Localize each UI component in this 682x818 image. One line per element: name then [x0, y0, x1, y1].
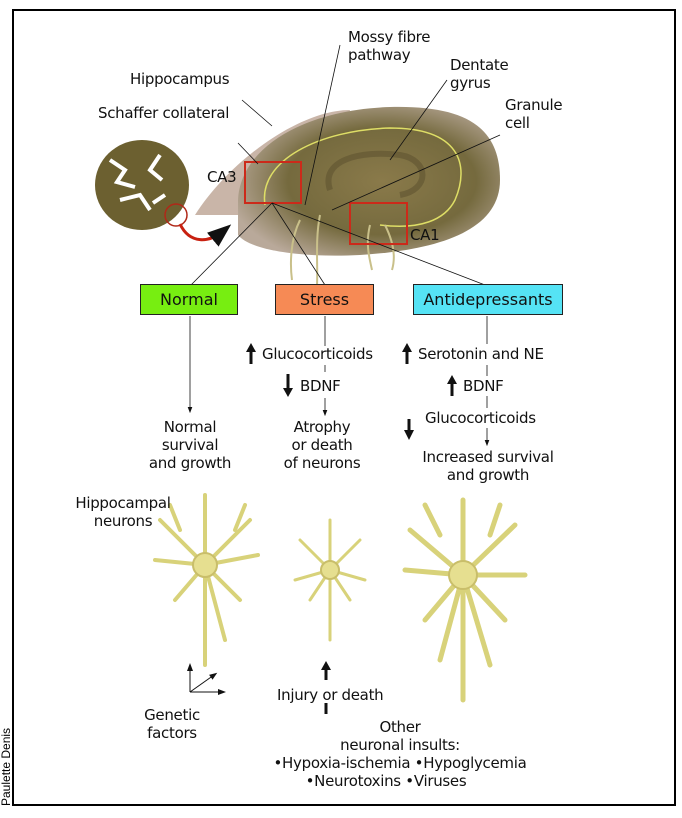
up-arrow-icon [321, 661, 331, 680]
brain-coronal-section-icon [95, 140, 189, 230]
line: neuronal insults: [340, 736, 460, 754]
line: and growth [446, 466, 530, 484]
line: or death [291, 436, 353, 454]
artist-credit: Paulette Denis [0, 727, 13, 806]
up-arrow-icon [447, 375, 457, 396]
normal-box: Normal [140, 284, 238, 315]
line: Atrophy [293, 418, 351, 436]
line: Hippocampal [75, 494, 171, 512]
frame-border [12, 9, 676, 806]
line: factors [147, 724, 197, 742]
label-ca1: CA1 [410, 226, 440, 244]
down-arrow-icon [283, 374, 293, 397]
antidep-glucocorticoids: Glucocorticoids [425, 409, 536, 427]
line: •Hypoxia-ischemia •Hypoglycemia [273, 754, 527, 772]
red-arrow-icon [178, 223, 232, 247]
line: of neurons [283, 454, 361, 472]
stress-box: Stress [275, 284, 374, 315]
line: Other [379, 718, 421, 736]
label-line: Granule [505, 96, 563, 114]
up-arrow-icon [402, 343, 412, 364]
label-ca3: CA3 [207, 168, 237, 186]
label-line: pathway [348, 46, 411, 64]
antidep-serotonin: Serotonin and NE [418, 345, 544, 363]
axes-icon [187, 663, 226, 695]
down-arrow-icon [404, 419, 414, 440]
hippocampus-body [238, 106, 500, 256]
label-hippocampus: Hippocampus [130, 70, 230, 88]
line: Increased survival [422, 448, 554, 466]
antidep-bdnf: BDNF [463, 377, 504, 395]
label-line: cell [505, 114, 530, 132]
line: Normal [163, 418, 217, 436]
injury-label: Injury or death [277, 686, 384, 704]
up-arrow-icon [246, 343, 256, 364]
label-schaffer-collateral: Schaffer collateral [98, 104, 230, 122]
antidepressants-box: Antidepressants [413, 284, 563, 315]
neuron-stress [293, 518, 367, 642]
stress-bdnf: BDNF [300, 377, 341, 395]
line: and growth [148, 454, 232, 472]
label-line: Dentate [450, 56, 509, 74]
stress-glucocorticoids: Glucocorticoids [262, 345, 373, 363]
label-line: Mossy fibre [348, 28, 431, 46]
label-line: gyrus [450, 74, 491, 92]
neuron-normal [153, 493, 260, 667]
line: Genetic [144, 706, 200, 724]
line: survival [161, 436, 219, 454]
line: neurons [93, 512, 153, 530]
neuron-antidepressant [402, 497, 528, 703]
line: •Neurotoxins •Viruses [305, 772, 467, 790]
